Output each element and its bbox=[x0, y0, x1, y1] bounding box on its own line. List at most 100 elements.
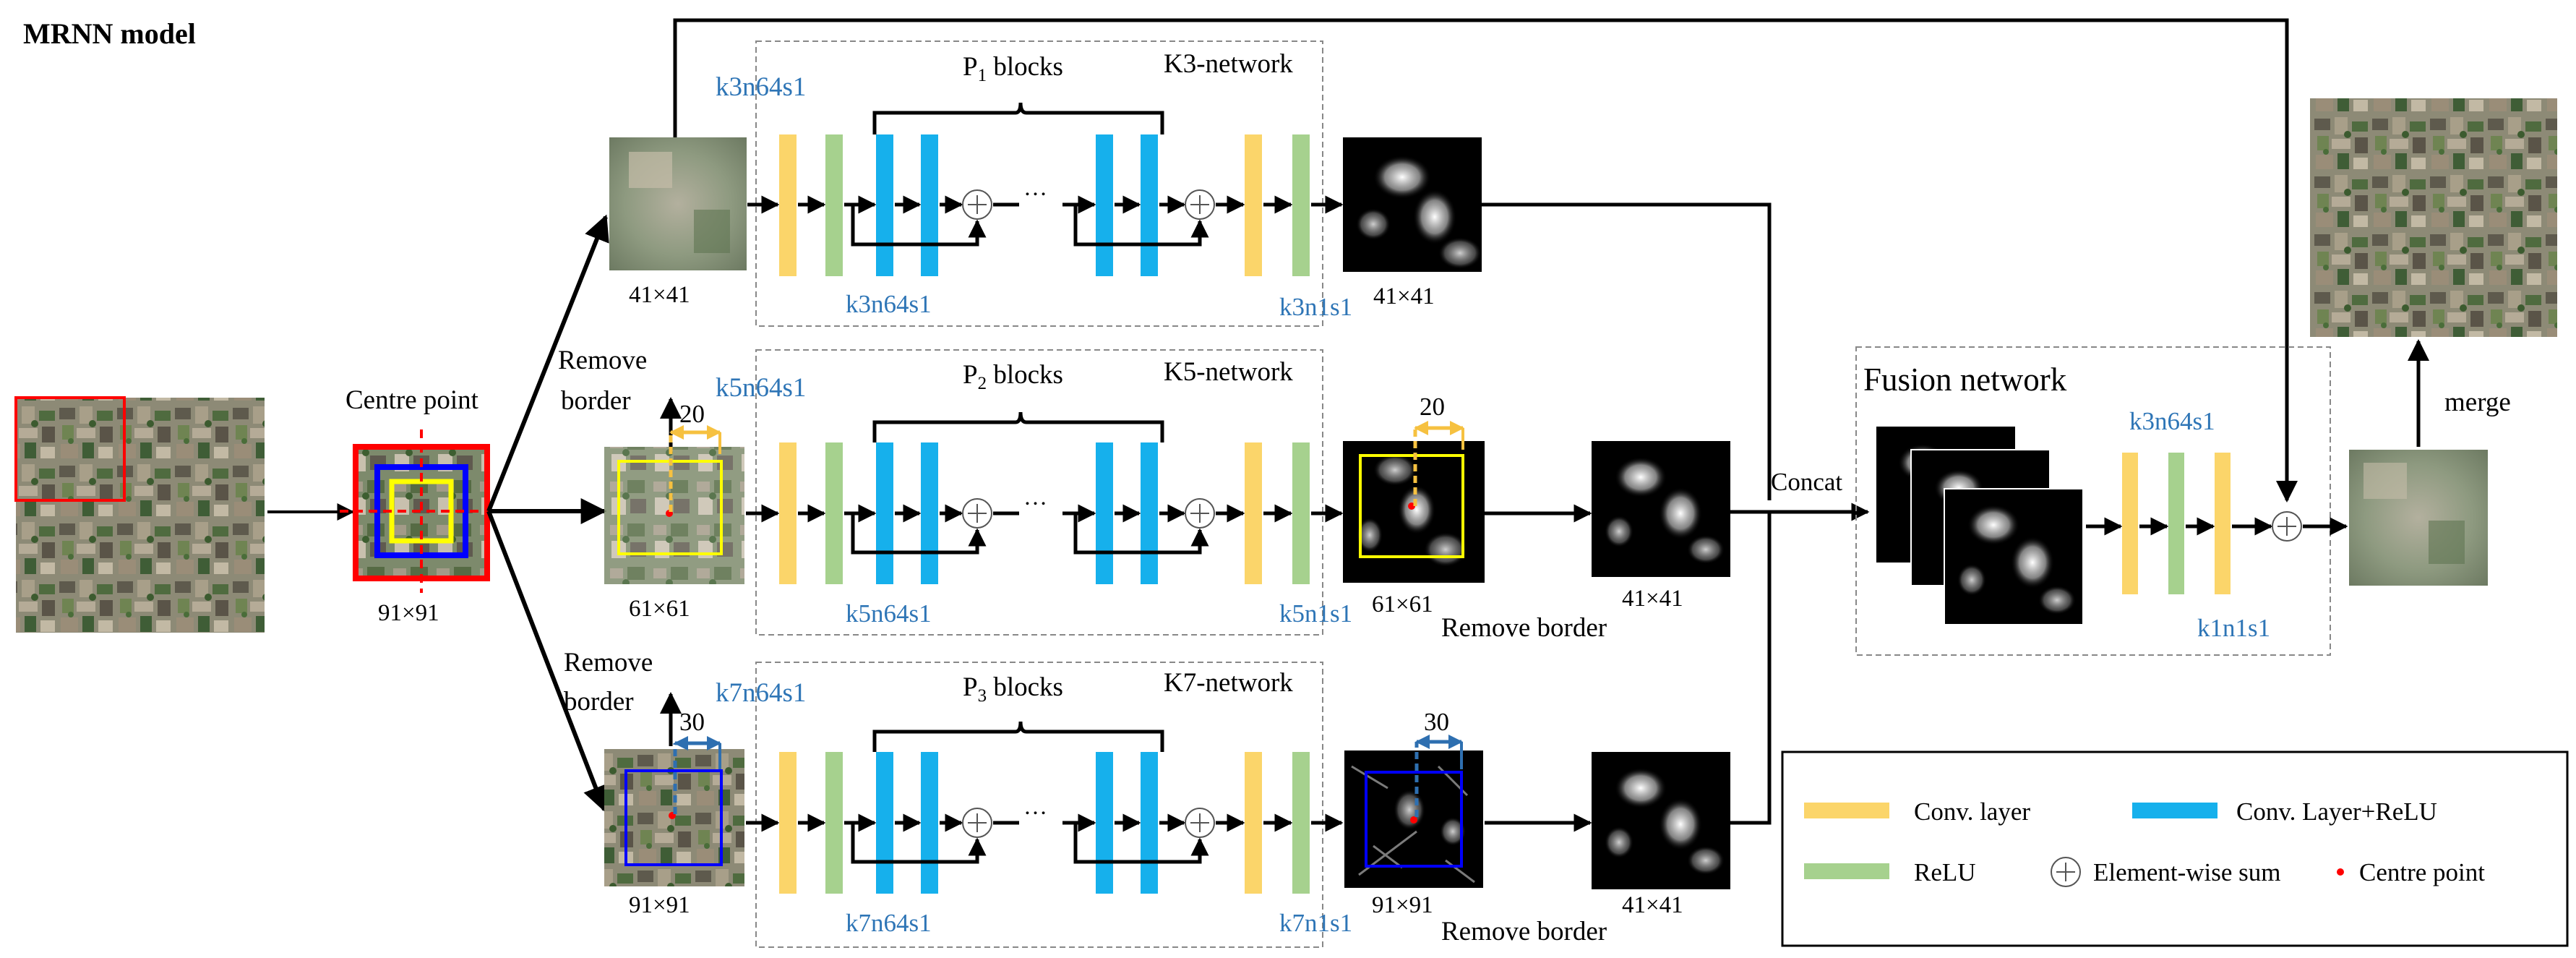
k7-last-label: k7n1s1 bbox=[1279, 909, 1352, 937]
k7-crop-label: Remove border bbox=[1441, 917, 1607, 946]
legend-box bbox=[1781, 750, 2569, 947]
k5-network-name: K5-network bbox=[1164, 357, 1293, 387]
k3-input-patch bbox=[609, 137, 747, 270]
k7-ellipsis: … bbox=[1023, 794, 1047, 820]
fusion-conv-layer-2 bbox=[2215, 453, 2231, 594]
k3-to-concat-line bbox=[1482, 202, 1772, 500]
k5-crop-label: Remove border bbox=[1441, 613, 1607, 643]
k5-patch-size: 61×61 bbox=[629, 596, 690, 622]
arrow-to-k3 bbox=[486, 214, 609, 513]
fusion-network-box bbox=[1855, 346, 2331, 656]
diagram-title: MRNN model bbox=[23, 17, 196, 50]
k7-block-label: k7n64s1 bbox=[846, 909, 932, 937]
fusion-relu bbox=[2168, 453, 2184, 594]
k5-crop-size: 41×41 bbox=[1622, 586, 1683, 612]
k7-remove-border-line1: Remove bbox=[564, 648, 653, 677]
k3-ellipsis: … bbox=[1023, 175, 1047, 201]
k7-remove-border-line2: border bbox=[564, 687, 634, 717]
k7-output-border-px: 30 bbox=[1424, 708, 1449, 736]
k3-last-label: k3n1s1 bbox=[1279, 293, 1352, 321]
concat-label: Concat bbox=[1771, 468, 1842, 496]
k5-output-border-px: 20 bbox=[1420, 393, 1445, 421]
k5-blocks-label: P2 blocks bbox=[963, 360, 1063, 393]
legend-centre-dot-icon bbox=[2337, 868, 2344, 876]
fusion-sum bbox=[2272, 511, 2302, 542]
k5-block-label: k5n64s1 bbox=[846, 599, 932, 628]
k7-patch-size: 91×91 bbox=[629, 892, 690, 918]
input-image bbox=[14, 396, 265, 633]
k5-conv-layer-1 bbox=[779, 442, 797, 584]
k5-network-box bbox=[755, 349, 1323, 636]
k7-input-patch bbox=[604, 749, 744, 886]
k5-output-map bbox=[1343, 441, 1485, 583]
legend-swatch-conv bbox=[1804, 803, 1889, 818]
input-size-label: 91×91 bbox=[378, 600, 439, 626]
k3-conv-layer-last bbox=[1245, 134, 1262, 276]
k5-sum-1 bbox=[962, 498, 992, 529]
k5-ellipsis: … bbox=[1023, 484, 1047, 510]
k3-block1-conv-a bbox=[876, 134, 893, 276]
k7-output-map bbox=[1344, 750, 1483, 888]
k5-blockN-conv-a bbox=[1096, 442, 1113, 584]
legend-swatch-conv-relu bbox=[2132, 803, 2217, 818]
k7-blocks-label: P3 blocks bbox=[963, 672, 1063, 706]
k7-conv-layer-last bbox=[1245, 752, 1262, 894]
k5-relu-1 bbox=[825, 442, 843, 584]
k7-blocks-brace bbox=[872, 721, 1164, 752]
fusion-stacked-maps bbox=[1876, 427, 2084, 625]
k5-output-size: 61×61 bbox=[1372, 591, 1433, 617]
skip-connection-line bbox=[673, 18, 2298, 502]
k7-relu-last bbox=[1292, 752, 1310, 894]
k5-block1-conv-b bbox=[921, 442, 938, 584]
k5-block1-conv-a bbox=[876, 442, 893, 584]
fused-output-patch bbox=[2349, 450, 2488, 586]
legend-sum-icon bbox=[2051, 857, 2081, 887]
k5-remove-border-line1: Remove bbox=[558, 346, 647, 375]
k5-input-patch bbox=[604, 447, 744, 584]
k5-cropped-map bbox=[1592, 441, 1730, 577]
k3-block-label: k3n64s1 bbox=[846, 290, 932, 318]
k7-cropped-map bbox=[1592, 752, 1730, 889]
k7-sum-n bbox=[1185, 808, 1215, 838]
legend-conv-relu: Conv. Layer+ReLU bbox=[2236, 797, 2437, 826]
k5-blocks-brace bbox=[872, 411, 1164, 442]
fusion-last-label: k1n1s1 bbox=[2197, 614, 2270, 642]
k7-crop-size: 41×41 bbox=[1622, 892, 1683, 918]
legend: Conv. layer Conv. Layer+ReLU ReLU Elemen… bbox=[1781, 750, 2569, 947]
k7-blockN-conv-b bbox=[1141, 752, 1158, 894]
k7-network-name: K7-network bbox=[1164, 668, 1293, 698]
k3-output-size: 41×41 bbox=[1373, 283, 1435, 309]
fusion-first-label: k3n64s1 bbox=[2129, 407, 2215, 435]
k3-blockN-conv-a bbox=[1096, 134, 1113, 276]
k5-border-px: 20 bbox=[679, 400, 705, 428]
final-output-image bbox=[2310, 98, 2557, 337]
legend-swatch-relu bbox=[1804, 863, 1889, 879]
k3-sum-1 bbox=[962, 189, 992, 220]
k3-relu-1 bbox=[825, 134, 843, 276]
k7-first-label: k7n64s1 bbox=[716, 678, 806, 708]
legend-element-sum: Element-wise sum bbox=[2093, 858, 2281, 886]
legend-centre-point: Centre point bbox=[2359, 858, 2485, 886]
input-red-window bbox=[14, 396, 126, 502]
k3-network-box bbox=[755, 40, 1323, 327]
k5-blockN-conv-b bbox=[1141, 442, 1158, 584]
k7-sum-1 bbox=[962, 808, 992, 838]
centre-point-label: Centre point bbox=[345, 385, 479, 415]
k7-block1-conv-a bbox=[876, 752, 893, 894]
centre-patch bbox=[340, 429, 506, 593]
legend-relu: ReLU bbox=[1914, 858, 1976, 886]
k3-patch-size: 41×41 bbox=[629, 282, 690, 308]
k7-blockN-conv-a bbox=[1096, 752, 1113, 894]
k7-relu-1 bbox=[825, 752, 843, 894]
fusion-title: Fusion network bbox=[1863, 362, 2067, 398]
arrow-to-k7 bbox=[486, 510, 609, 813]
k7-conv-layer-1 bbox=[779, 752, 797, 894]
k7-border-px: 30 bbox=[679, 708, 705, 736]
k3-block1-conv-b bbox=[921, 134, 938, 276]
k5-sum-n bbox=[1185, 498, 1215, 529]
k3-network-name: K3-network bbox=[1164, 49, 1293, 79]
k3-relu-last bbox=[1292, 134, 1310, 276]
k7-output-size: 91×91 bbox=[1372, 892, 1433, 918]
k7-network-box bbox=[755, 662, 1323, 948]
k3-first-label: k3n64s1 bbox=[716, 72, 806, 102]
